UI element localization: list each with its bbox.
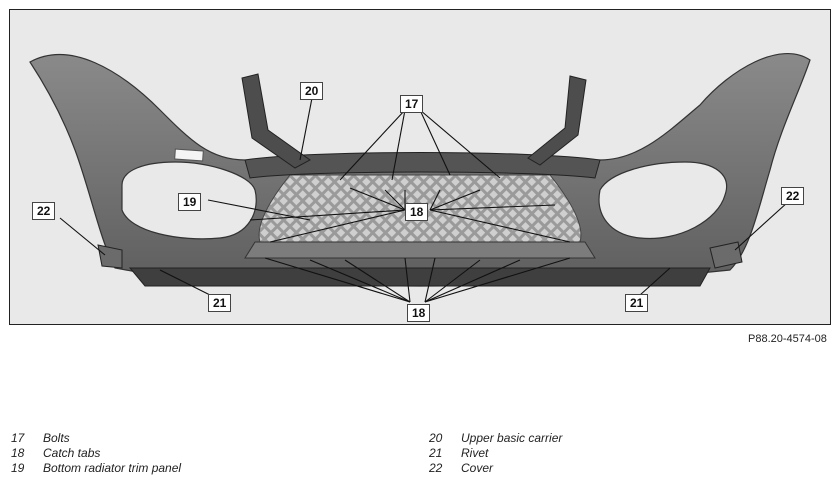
leader-lines (59, 97, 789, 303)
legend-number: 19 (11, 461, 25, 475)
legend-number: 20 (429, 431, 443, 445)
legend-text: Bottom radiator trim panel (43, 461, 182, 475)
legend-item: 18 Catch tabs (11, 446, 271, 461)
legend-number: 17 (11, 431, 25, 445)
right-cover (709, 241, 743, 269)
legend-text: Rivet (461, 446, 489, 460)
legend-left: 17 Bolts 18 Catch tabs 19 Bottom radiato… (11, 431, 271, 476)
right-air-intake (598, 161, 728, 240)
legend-text: Upper basic carrier (461, 431, 563, 445)
callout-21-left: 21 (208, 294, 232, 312)
bumper-diagram: 20 17 19 18 22 22 21 21 18 (9, 9, 831, 325)
legend-right: 20 Upper basic carrier 21 Rivet 22 Cover (429, 431, 689, 476)
right-carrier-arm (527, 75, 587, 166)
left-carrier-arm (241, 73, 311, 169)
legend-item: 19 Bottom radiator trim panel (11, 461, 271, 476)
callout-20: 20 (300, 82, 324, 100)
legend-number: 18 (11, 446, 25, 460)
legend-item: 21 Rivet (429, 446, 689, 461)
legend-number: 22 (429, 461, 443, 475)
legend-item: 22 Cover (429, 461, 689, 476)
left-cover (97, 244, 123, 269)
legend-text: Catch tabs (43, 446, 101, 460)
callout-22-left: 22 (32, 202, 56, 220)
callout-22-right: 22 (781, 187, 805, 205)
callout-19: 19 (178, 193, 202, 211)
callout-18-upper: 18 (405, 203, 429, 221)
figure-reference-code: P88.20-4574-08 (748, 333, 827, 345)
legend-text: Cover (461, 461, 494, 475)
upper-carrier (244, 152, 601, 179)
legend-item: 20 Upper basic carrier (429, 431, 689, 446)
legend-text: Bolts (43, 431, 70, 445)
callout-21-right: 21 (625, 294, 649, 312)
bumper-illustration (29, 53, 811, 303)
callout-17: 17 (400, 95, 424, 113)
lower-trim (244, 241, 596, 259)
legend-number: 21 (429, 446, 443, 460)
bottom-lip (128, 267, 711, 287)
legend-item: 17 Bolts (11, 431, 271, 446)
callout-18-lower: 18 (407, 304, 431, 322)
